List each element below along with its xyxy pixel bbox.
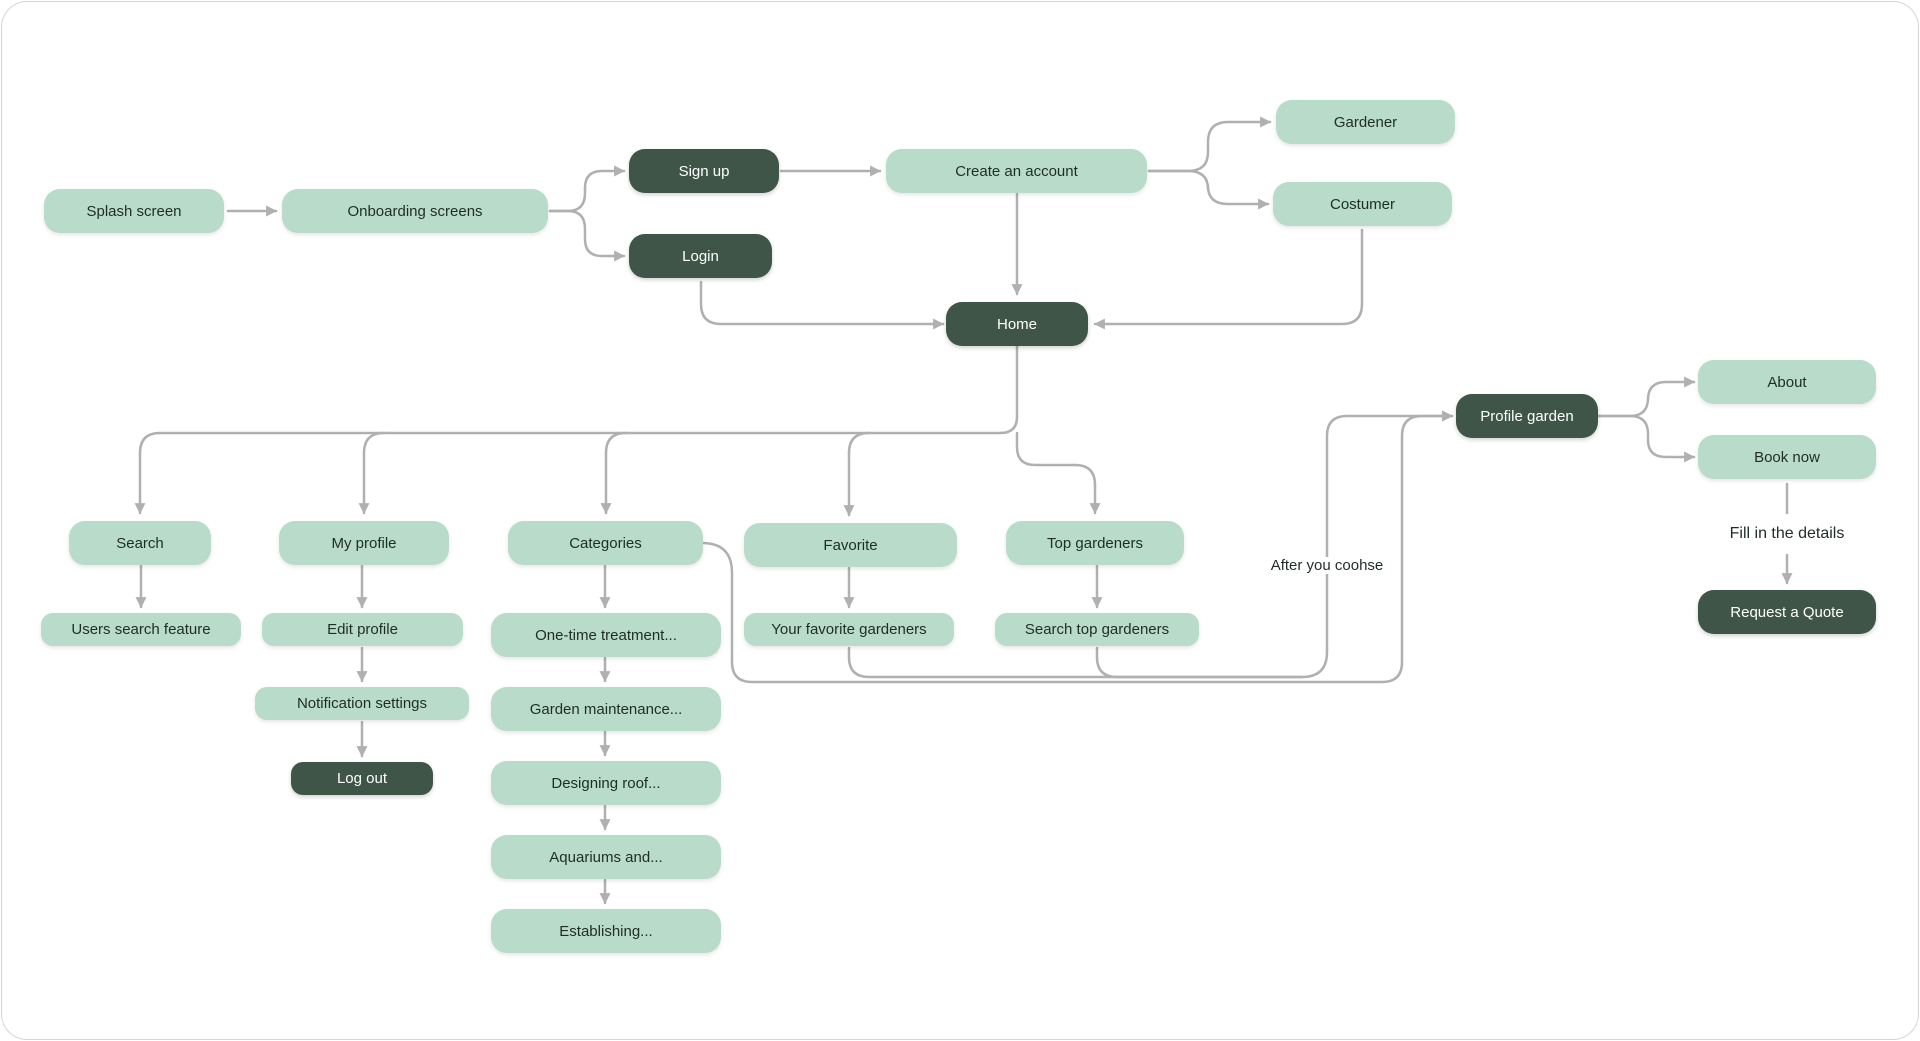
node-sign-up[interactable]: Sign up	[629, 149, 779, 193]
node-about[interactable]: About	[1698, 360, 1876, 404]
node-profile-garden[interactable]: Profile garden	[1456, 394, 1598, 438]
node-my-profile[interactable]: My profile	[279, 521, 449, 565]
node-category-establishing[interactable]: Establishing...	[491, 909, 721, 953]
node-edit-profile[interactable]: Edit profile	[262, 613, 463, 646]
node-users-search-feature[interactable]: Users search feature	[41, 613, 241, 646]
edge-categories-profile	[700, 410, 1454, 684]
edge-costumer-home	[1093, 228, 1364, 330]
edge-login-home	[699, 280, 945, 330]
edge-create-gardener	[1147, 116, 1272, 173]
edge-home-categories	[600, 431, 628, 515]
edge-create-costumer	[1147, 169, 1270, 210]
edge-yours-profile	[847, 410, 1454, 679]
node-search[interactable]: Search	[69, 521, 211, 565]
node-category-garden-maintenance[interactable]: Garden maintenance...	[491, 687, 721, 731]
note-after-you-choose: After you coohse	[1266, 557, 1388, 574]
node-splash-screen[interactable]: Splash screen	[44, 189, 224, 233]
node-log-out[interactable]: Log out	[291, 762, 433, 795]
node-gardener[interactable]: Gardener	[1276, 100, 1455, 144]
node-category-designing-roof[interactable]: Designing roof...	[491, 761, 721, 805]
node-favorite[interactable]: Favorite	[744, 523, 957, 567]
node-category-one-time-treatment[interactable]: One-time treatment...	[491, 613, 721, 657]
edge-onboarding-login	[548, 209, 626, 262]
edge-onboarding-signup	[548, 165, 626, 213]
edge-searchtop-profile	[1095, 646, 1304, 679]
node-create-account[interactable]: Create an account	[886, 149, 1147, 193]
node-search-top-gardeners[interactable]: Search top gardeners	[995, 613, 1199, 646]
node-notification-settings[interactable]: Notification settings	[255, 687, 469, 720]
node-login[interactable]: Login	[629, 234, 772, 278]
node-top-gardeners[interactable]: Top gardeners	[1006, 521, 1184, 565]
node-onboarding-screens[interactable]: Onboarding screens	[282, 189, 548, 233]
edge-profile-booknow	[1595, 414, 1696, 463]
node-book-now[interactable]: Book now	[1698, 435, 1876, 479]
edge-home-topgardeners	[1015, 431, 1101, 515]
node-home[interactable]: Home	[946, 302, 1088, 346]
node-costumer[interactable]: Costumer	[1273, 182, 1452, 226]
node-category-aquariums[interactable]: Aquariums and...	[491, 835, 721, 879]
edge-home-search	[134, 344, 1019, 515]
edge-home-myprofile	[358, 431, 386, 515]
node-request-quote[interactable]: Request a Quote	[1698, 590, 1876, 634]
node-your-favorite-gardeners[interactable]: Your favorite gardeners	[744, 613, 954, 646]
edge-profile-about	[1595, 376, 1696, 418]
note-fill-details: Fill in the details	[1725, 525, 1849, 543]
edge-home-favorite	[843, 431, 871, 517]
node-categories[interactable]: Categories	[508, 521, 703, 565]
